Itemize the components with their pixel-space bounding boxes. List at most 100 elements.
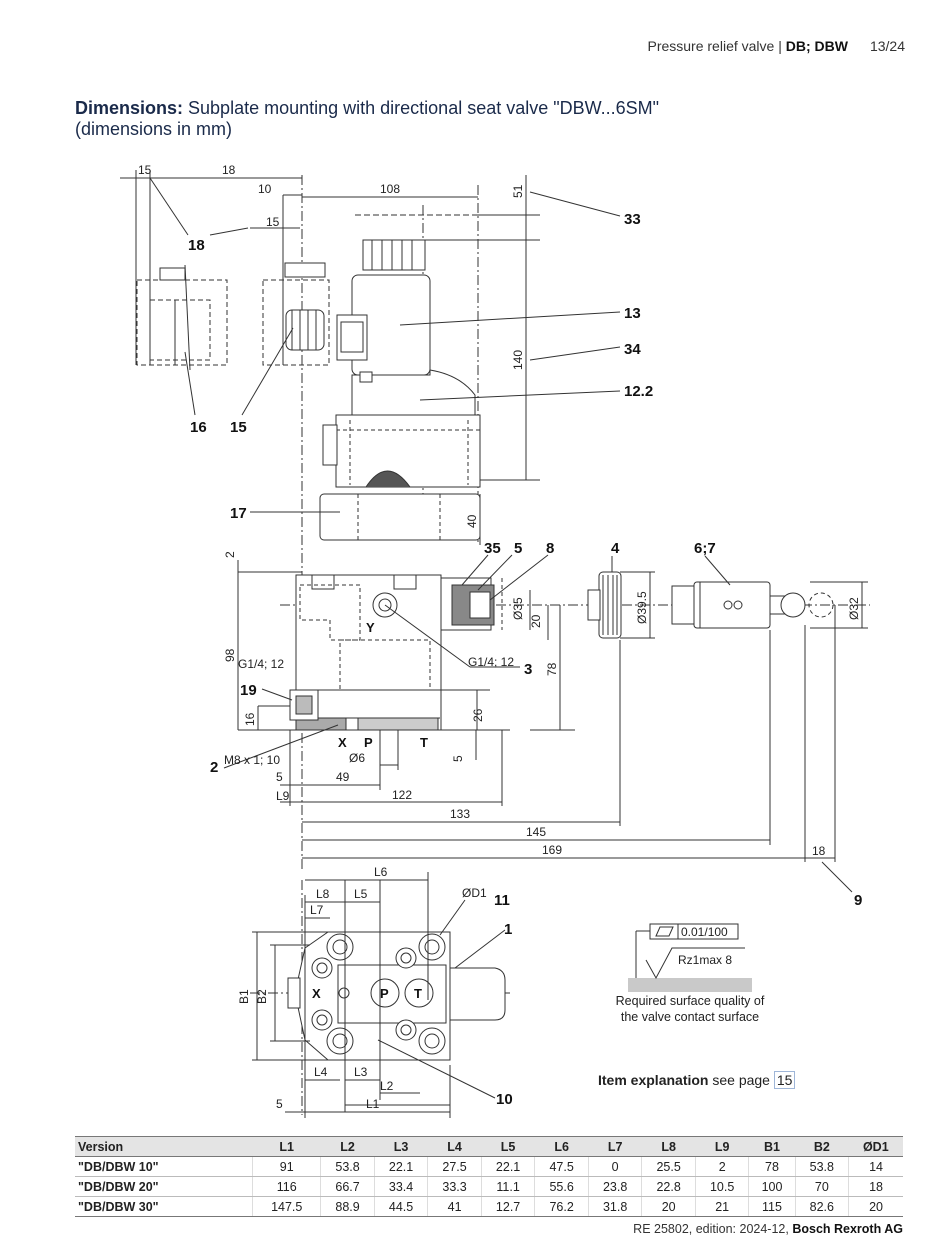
- header-cell: L3: [374, 1136, 428, 1157]
- surface-quality-symbol: [628, 923, 752, 992]
- callout-5: 5: [514, 540, 522, 557]
- dim-5-horiz: 5: [276, 770, 283, 784]
- table-cell: 22.1: [373, 1156, 428, 1177]
- callout-4: 4: [611, 540, 620, 557]
- callout-8: 8: [546, 540, 554, 557]
- dim-15-a: 15: [138, 163, 152, 177]
- table-cell: 116: [252, 1176, 321, 1197]
- dimensions-table: Version L1 L2 L3 L4 L5 L6 L7 L8 L9 B1 B2…: [75, 1136, 903, 1217]
- table-cell: 41: [427, 1196, 482, 1217]
- dim-d32: Ø32: [847, 597, 861, 620]
- table-cell: 55.6: [534, 1176, 589, 1197]
- table-cell: 2: [694, 1156, 749, 1177]
- dimension-drawing: 15 18 10 108 51 15 140 40 2 98 20 Ø35 78…: [120, 163, 870, 1118]
- callout-6-7: 6;7: [694, 540, 716, 557]
- dim-d35: Ø35: [511, 597, 525, 620]
- dim-l5: L5: [354, 887, 368, 901]
- dim-169: 169: [542, 843, 562, 857]
- dim-10: 10: [258, 182, 272, 196]
- callout-15: 15: [230, 419, 247, 436]
- dim-g14-left: G1/4; 12: [238, 657, 284, 671]
- dim-l6: L6: [374, 865, 388, 879]
- table-cell: 18: [848, 1176, 903, 1197]
- flatness-tolerance: 0.01/100: [681, 925, 728, 939]
- callout-18: 18: [188, 237, 205, 254]
- dim-m8: M8 x 1; 10: [224, 753, 280, 767]
- header-cell: L2: [320, 1136, 375, 1157]
- dim-133: 133: [450, 807, 470, 821]
- table-row: "DB/DBW 30" 147.5 88.9 44.5 41 12.7 76.2…: [75, 1196, 903, 1217]
- footer-doc-ref: RE 25802, edition: 2024-12,: [633, 1222, 793, 1236]
- header-cell: Version: [75, 1136, 253, 1157]
- header-cell: L1: [252, 1136, 321, 1157]
- table-cell: "DB/DBW 10": [75, 1156, 253, 1177]
- section-title: Dimensions: Subplate mounting with direc…: [75, 98, 659, 140]
- table-cell: 33.4: [373, 1176, 428, 1197]
- table-cell: 66.7: [320, 1176, 375, 1197]
- dim-b1: B1: [237, 989, 251, 1004]
- dim-l2: L2: [380, 1079, 394, 1093]
- callout-16: 16: [190, 419, 207, 436]
- dim-98: 98: [223, 648, 237, 662]
- header-cell: L4: [427, 1136, 482, 1157]
- table-cell: 78: [748, 1156, 796, 1177]
- header-cell: L8: [641, 1136, 696, 1157]
- table-cell: 0: [587, 1156, 642, 1177]
- table-cell: 22.8: [641, 1176, 696, 1197]
- dim-2: 2: [223, 551, 237, 558]
- table-cell: 14: [848, 1156, 903, 1177]
- table-cell: 33.3: [427, 1176, 482, 1197]
- table-cell: "DB/DBW 20": [75, 1176, 253, 1197]
- table-cell: 27.5: [427, 1156, 482, 1177]
- dim-l8: L8: [316, 887, 330, 901]
- header-cell: ØD1: [848, 1136, 903, 1157]
- header-cell: L5: [481, 1136, 535, 1157]
- dim-122: 122: [392, 788, 412, 802]
- header-cell: B1: [748, 1136, 796, 1157]
- table-cell: 88.9: [320, 1196, 375, 1217]
- port-y: Y: [366, 620, 375, 635]
- dim-26: 26: [471, 708, 485, 722]
- callout-13: 13: [624, 305, 641, 322]
- dim-40: 40: [465, 514, 479, 528]
- dim-l1: L1: [366, 1097, 380, 1111]
- dim-l3: L3: [354, 1065, 368, 1079]
- table-cell: 21: [694, 1196, 749, 1217]
- callout-11: 11: [494, 892, 510, 909]
- table-cell: 47.5: [534, 1156, 589, 1177]
- table-cell: 91: [252, 1156, 321, 1177]
- dim-108: 108: [380, 182, 400, 196]
- callout-12-2: 12.2: [624, 383, 653, 400]
- header-cell: L9: [695, 1136, 749, 1157]
- table-cell: 20: [641, 1196, 696, 1217]
- callout-35: 35: [484, 540, 501, 557]
- item-explanation-page-link[interactable]: 15: [773, 1071, 796, 1089]
- table-cell: 31.8: [587, 1196, 642, 1217]
- table-cell: 76.2: [534, 1196, 589, 1217]
- port-x-top: X: [312, 986, 321, 1001]
- table-cell: 12.7: [480, 1196, 535, 1217]
- table-cell: "DB/DBW 30": [75, 1196, 253, 1217]
- callout-1: 1: [504, 921, 512, 938]
- dim-145: 145: [526, 825, 546, 839]
- callout-33: 33: [624, 211, 641, 228]
- table-cell: 115: [748, 1196, 796, 1217]
- dim-b2: B2: [255, 989, 269, 1004]
- title-subtitle: (dimensions in mm): [75, 119, 233, 139]
- callout-2: 2: [210, 759, 218, 776]
- dim-16: 16: [243, 712, 257, 726]
- callout-10: 10: [496, 1091, 513, 1108]
- callout-17: 17: [230, 505, 247, 522]
- product-name: Pressure relief valve: [647, 38, 775, 54]
- table-row: "DB/DBW 20" 116 66.7 33.4 33.3 11.1 55.6…: [75, 1176, 903, 1197]
- dim-d-d1: ØD1: [462, 886, 487, 900]
- port-p-top: P: [380, 986, 389, 1001]
- callout-3: 3: [524, 661, 532, 678]
- table-cell: 100: [748, 1176, 796, 1197]
- dim-g14-right: G1/4; 12: [468, 655, 514, 669]
- dim-d6: Ø6: [349, 751, 365, 765]
- model-name: DB; DBW: [785, 38, 848, 54]
- table-row: "DB/DBW 10" 91 53.8 22.1 27.5 22.1 47.5 …: [75, 1156, 903, 1177]
- dim-d39-5: Ø39.5: [635, 591, 649, 624]
